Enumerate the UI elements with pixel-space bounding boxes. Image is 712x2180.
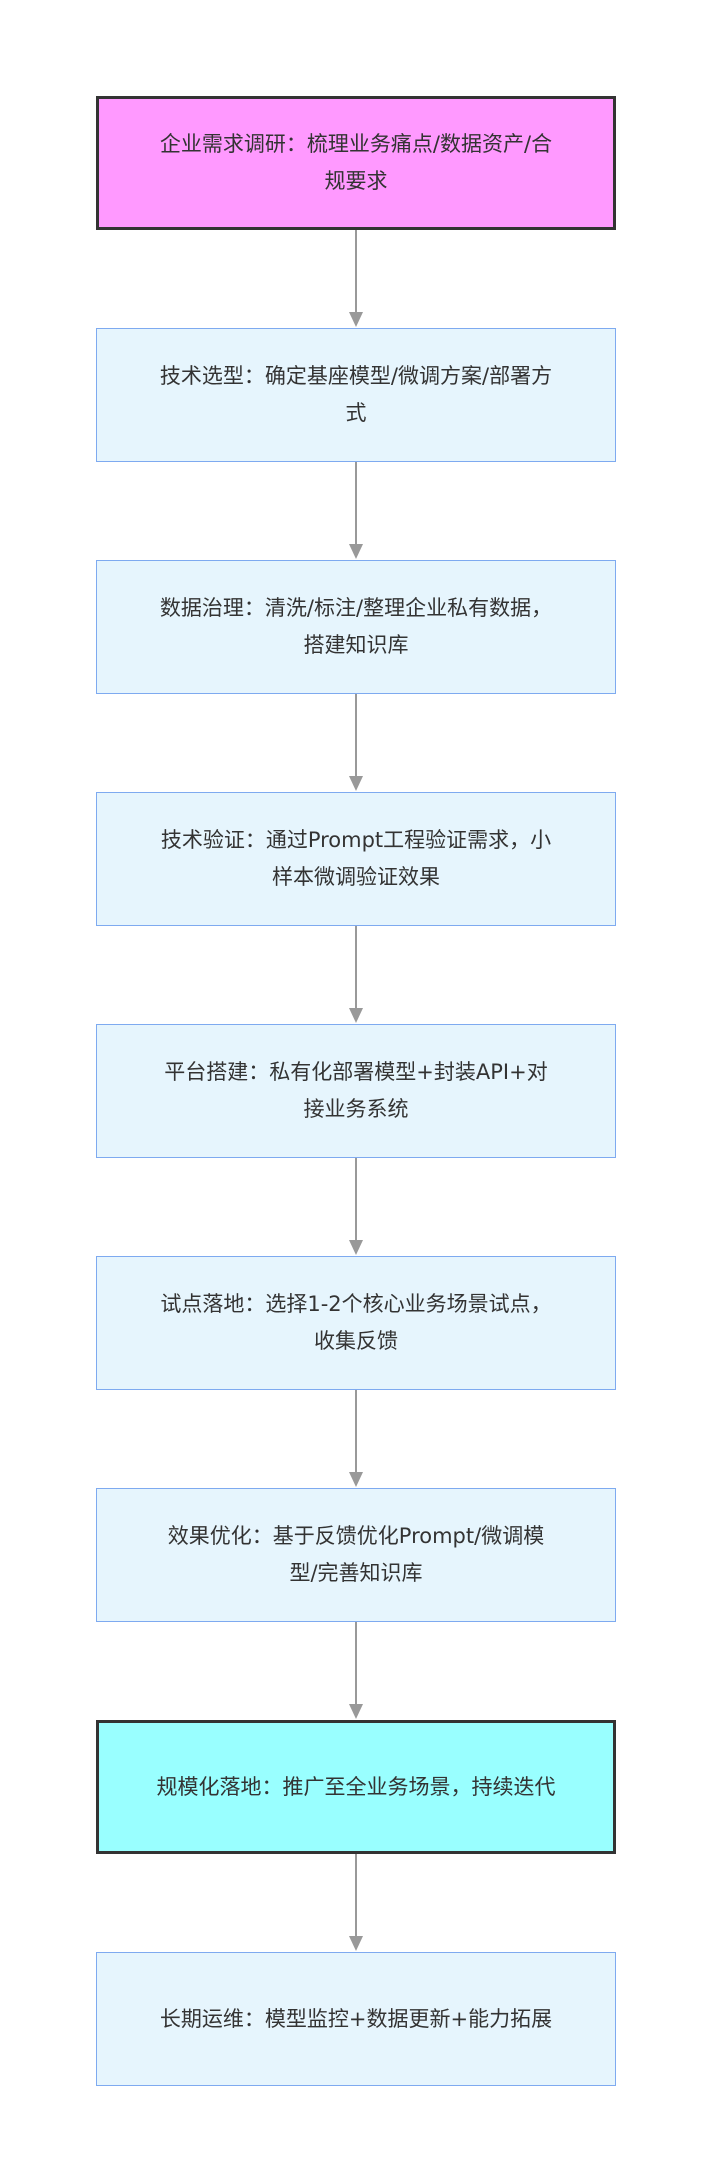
flow-arrow	[349, 694, 363, 791]
flow-step: 效果优化：基于反馈优化Prompt/微调模型/完善知识库	[96, 1488, 616, 1622]
flow-step: 技术验证：通过Prompt工程验证需求，小样本微调验证效果	[96, 792, 616, 926]
flow-step-label: 规模化落地：推广至全业务场景，持续迭代	[156, 1774, 556, 1799]
flow-arrow	[349, 1390, 363, 1487]
flow-step-label: 企业需求调研：梳理业务痛点/数据资产/合规要求	[159, 132, 553, 193]
arrow-head-icon	[349, 776, 363, 791]
arrow-head-icon	[349, 1240, 363, 1255]
arrow-head-icon	[349, 1704, 363, 1719]
arrow-head-icon	[349, 1008, 363, 1023]
flow-arrow	[349, 462, 363, 559]
flow-step: 规模化落地：推广至全业务场景，持续迭代	[96, 1720, 616, 1854]
flow-step-label: 数据治理：清洗/标注/整理企业私有数据，搭建知识库	[159, 596, 553, 657]
flow-arrow	[349, 230, 363, 327]
arrow-head-icon	[349, 1472, 363, 1487]
arrow-head-icon	[349, 312, 363, 327]
flow-step: 数据治理：清洗/标注/整理企业私有数据，搭建知识库	[96, 560, 616, 694]
flow-step: 企业需求调研：梳理业务痛点/数据资产/合规要求	[96, 96, 616, 230]
flow-step: 技术选型：确定基座模型/微调方案/部署方式	[96, 328, 616, 462]
flow-arrow	[349, 1854, 363, 1951]
flow-arrow	[349, 1622, 363, 1719]
flow-step-label: 长期运维：模型监控+数据更新+能力拓展	[159, 2006, 553, 2031]
flow-step: 平台搭建：私有化部署模型+封装API+对接业务系统	[96, 1024, 616, 1158]
flow-arrow	[349, 926, 363, 1023]
flow-step-label: 技术验证：通过Prompt工程验证需求，小样本微调验证效果	[160, 828, 552, 889]
arrow-head-icon	[349, 1936, 363, 1951]
flow-step: 试点落地：选择1-2个核心业务场景试点，收集反馈	[96, 1256, 616, 1390]
flow-step-label: 平台搭建：私有化部署模型+封装API+对接业务系统	[164, 1060, 548, 1121]
arrow-head-icon	[349, 544, 363, 559]
flow-step-label: 效果优化：基于反馈优化Prompt/微调模型/完善知识库	[167, 1524, 545, 1585]
flow-step-label: 试点落地：选择1-2个核心业务场景试点，收集反馈	[160, 1292, 552, 1353]
flow-step: 长期运维：模型监控+数据更新+能力拓展	[96, 1952, 616, 2086]
flow-arrow	[349, 1158, 363, 1255]
flow-step-label: 技术选型：确定基座模型/微调方案/部署方式	[159, 364, 553, 425]
